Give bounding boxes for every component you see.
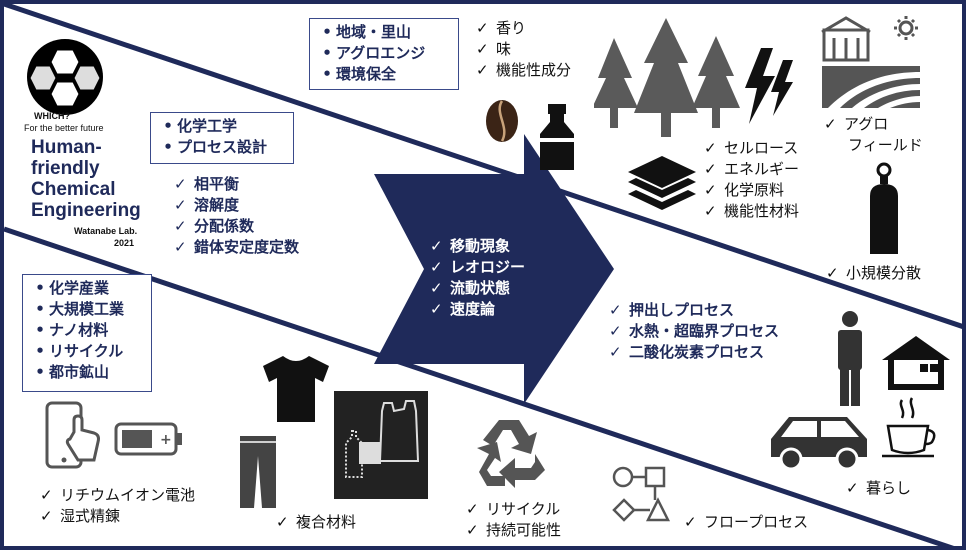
recycle-icon <box>477 420 545 488</box>
lab-credit-name: Watanabe Lab. <box>74 226 138 236</box>
thermo-item: 分配係数 <box>174 216 299 237</box>
thermo-list: 相平衡 溶解度 分配係数 錯体安定度定数 <box>174 174 299 258</box>
lab-title-line: friendly <box>31 158 100 179</box>
thermo-item: 錯体安定度定数 <box>174 237 299 258</box>
lab-title-line: Chemical <box>31 179 116 200</box>
flow-label: ✓フロープロセス <box>684 513 809 531</box>
svg-text:+: + <box>160 432 172 448</box>
battery-item: 湿式精錬 <box>40 506 195 527</box>
biomass-item: セルロース <box>704 138 799 159</box>
lab-title-line: Human- <box>31 137 102 158</box>
recycle-item: 持続可能性 <box>466 520 561 541</box>
small-scale-text: 小規模分散 <box>846 264 922 282</box>
lab-logo-icon <box>27 39 103 115</box>
recycle-list: リサイクル 持続可能性 <box>466 499 561 541</box>
biomass-list: セルロース エネルギー 化学原料 機能性材料 <box>704 138 799 222</box>
small-scale-label: ✓小規模分散 <box>826 264 922 282</box>
biomass-item: 機能性材料 <box>704 201 799 222</box>
car-icon <box>771 417 867 471</box>
living-text: 暮らし <box>866 479 912 497</box>
lightning-icon <box>745 48 793 124</box>
industry-item: 都市鉱山 <box>31 362 143 383</box>
flavor-item: 香り <box>476 18 571 39</box>
chem-eng-item: 化学工学 <box>159 116 285 137</box>
transport-item: 流動状態 <box>430 278 525 299</box>
process-list: 押出しプロセス 水熱・超臨界プロセス 二酸化炭素プロセス <box>609 300 779 363</box>
industry-item: 大規模工業 <box>31 299 143 320</box>
regional-item: 環境保全 <box>318 64 450 85</box>
process-item: 二酸化炭素プロセス <box>609 342 779 363</box>
chem-eng-item: プロセス設計 <box>159 137 285 158</box>
industry-item: 化学産業 <box>31 278 143 299</box>
industry-item: リサイクル <box>31 341 143 362</box>
recycle-item: リサイクル <box>466 499 561 520</box>
coffee-cup-icon <box>882 397 936 458</box>
lab-credit-year: 2021 <box>114 238 135 248</box>
jeans-icon <box>240 436 276 508</box>
chem-eng-box: 化学工学 プロセス設計 <box>150 112 294 164</box>
battery-list: リチウムイオン電池 湿式精錬 <box>40 485 195 527</box>
layers-icon <box>628 156 696 210</box>
thermo-item: 相平衡 <box>174 174 299 195</box>
process-item: 水熱・超臨界プロセス <box>609 321 779 342</box>
process-item: 押出しプロセス <box>609 300 779 321</box>
house-icon <box>882 336 950 390</box>
regional-item: アグロエンジ <box>318 43 450 64</box>
lab-title-line: Engineering <box>31 200 141 221</box>
transport-item: 速度論 <box>430 299 525 320</box>
transport-item: 移動現象 <box>430 236 525 257</box>
biomass-item: エネルギー <box>704 159 799 180</box>
upper-diagonal-line <box>4 4 962 329</box>
agro-label: ✓アグロ フィールド <box>824 115 923 154</box>
logo-question: WHICH? <box>34 111 70 121</box>
transport-list: 移動現象 レオロジー 流動状態 速度論 <box>430 236 525 320</box>
coffee-bean-icon <box>486 100 518 142</box>
flow-text: フロープロセス <box>704 513 809 531</box>
logo-tagline: For the better future <box>24 123 104 133</box>
agro-line: アグロ <box>844 115 889 133</box>
transport-item: レオロジー <box>430 257 525 278</box>
industry-item: ナノ材料 <box>31 320 143 341</box>
plastic-products-icon <box>334 391 428 499</box>
smartphone-icon <box>45 401 100 469</box>
composite-label: ✓複合材料 <box>276 513 357 531</box>
lab-title: Human- friendly Chemical Engineering <box>31 137 141 221</box>
tshirt-icon <box>263 356 329 422</box>
flavor-list: 香り 味 機能性成分 <box>476 18 571 81</box>
forest-icon <box>594 18 740 137</box>
biomass-item: 化学原料 <box>704 180 799 201</box>
thermo-item: 溶解度 <box>174 195 299 216</box>
bottle-icon <box>540 104 574 170</box>
flavor-item: 味 <box>476 39 571 60</box>
farm-field-icon <box>821 16 920 108</box>
lower-diagonal-line <box>4 226 955 546</box>
flowchart-icon <box>612 466 671 522</box>
battery-item: リチウムイオン電池 <box>40 485 195 506</box>
flavor-item: 機能性成分 <box>476 60 571 81</box>
living-label: ✓暮らし <box>846 479 912 497</box>
regional-item: 地域・里山 <box>318 22 450 43</box>
battery-icon: + <box>114 422 182 456</box>
regional-box: 地域・里山 アグロエンジ 環境保全 <box>309 18 459 90</box>
gas-cylinder-icon <box>870 162 898 254</box>
composite-text: 複合材料 <box>296 513 357 531</box>
industry-box: 化学産業 大規模工業 ナノ材料 リサイクル 都市鉱山 <box>22 274 152 392</box>
agro-line: フィールド <box>848 136 923 154</box>
person-icon <box>838 311 862 406</box>
